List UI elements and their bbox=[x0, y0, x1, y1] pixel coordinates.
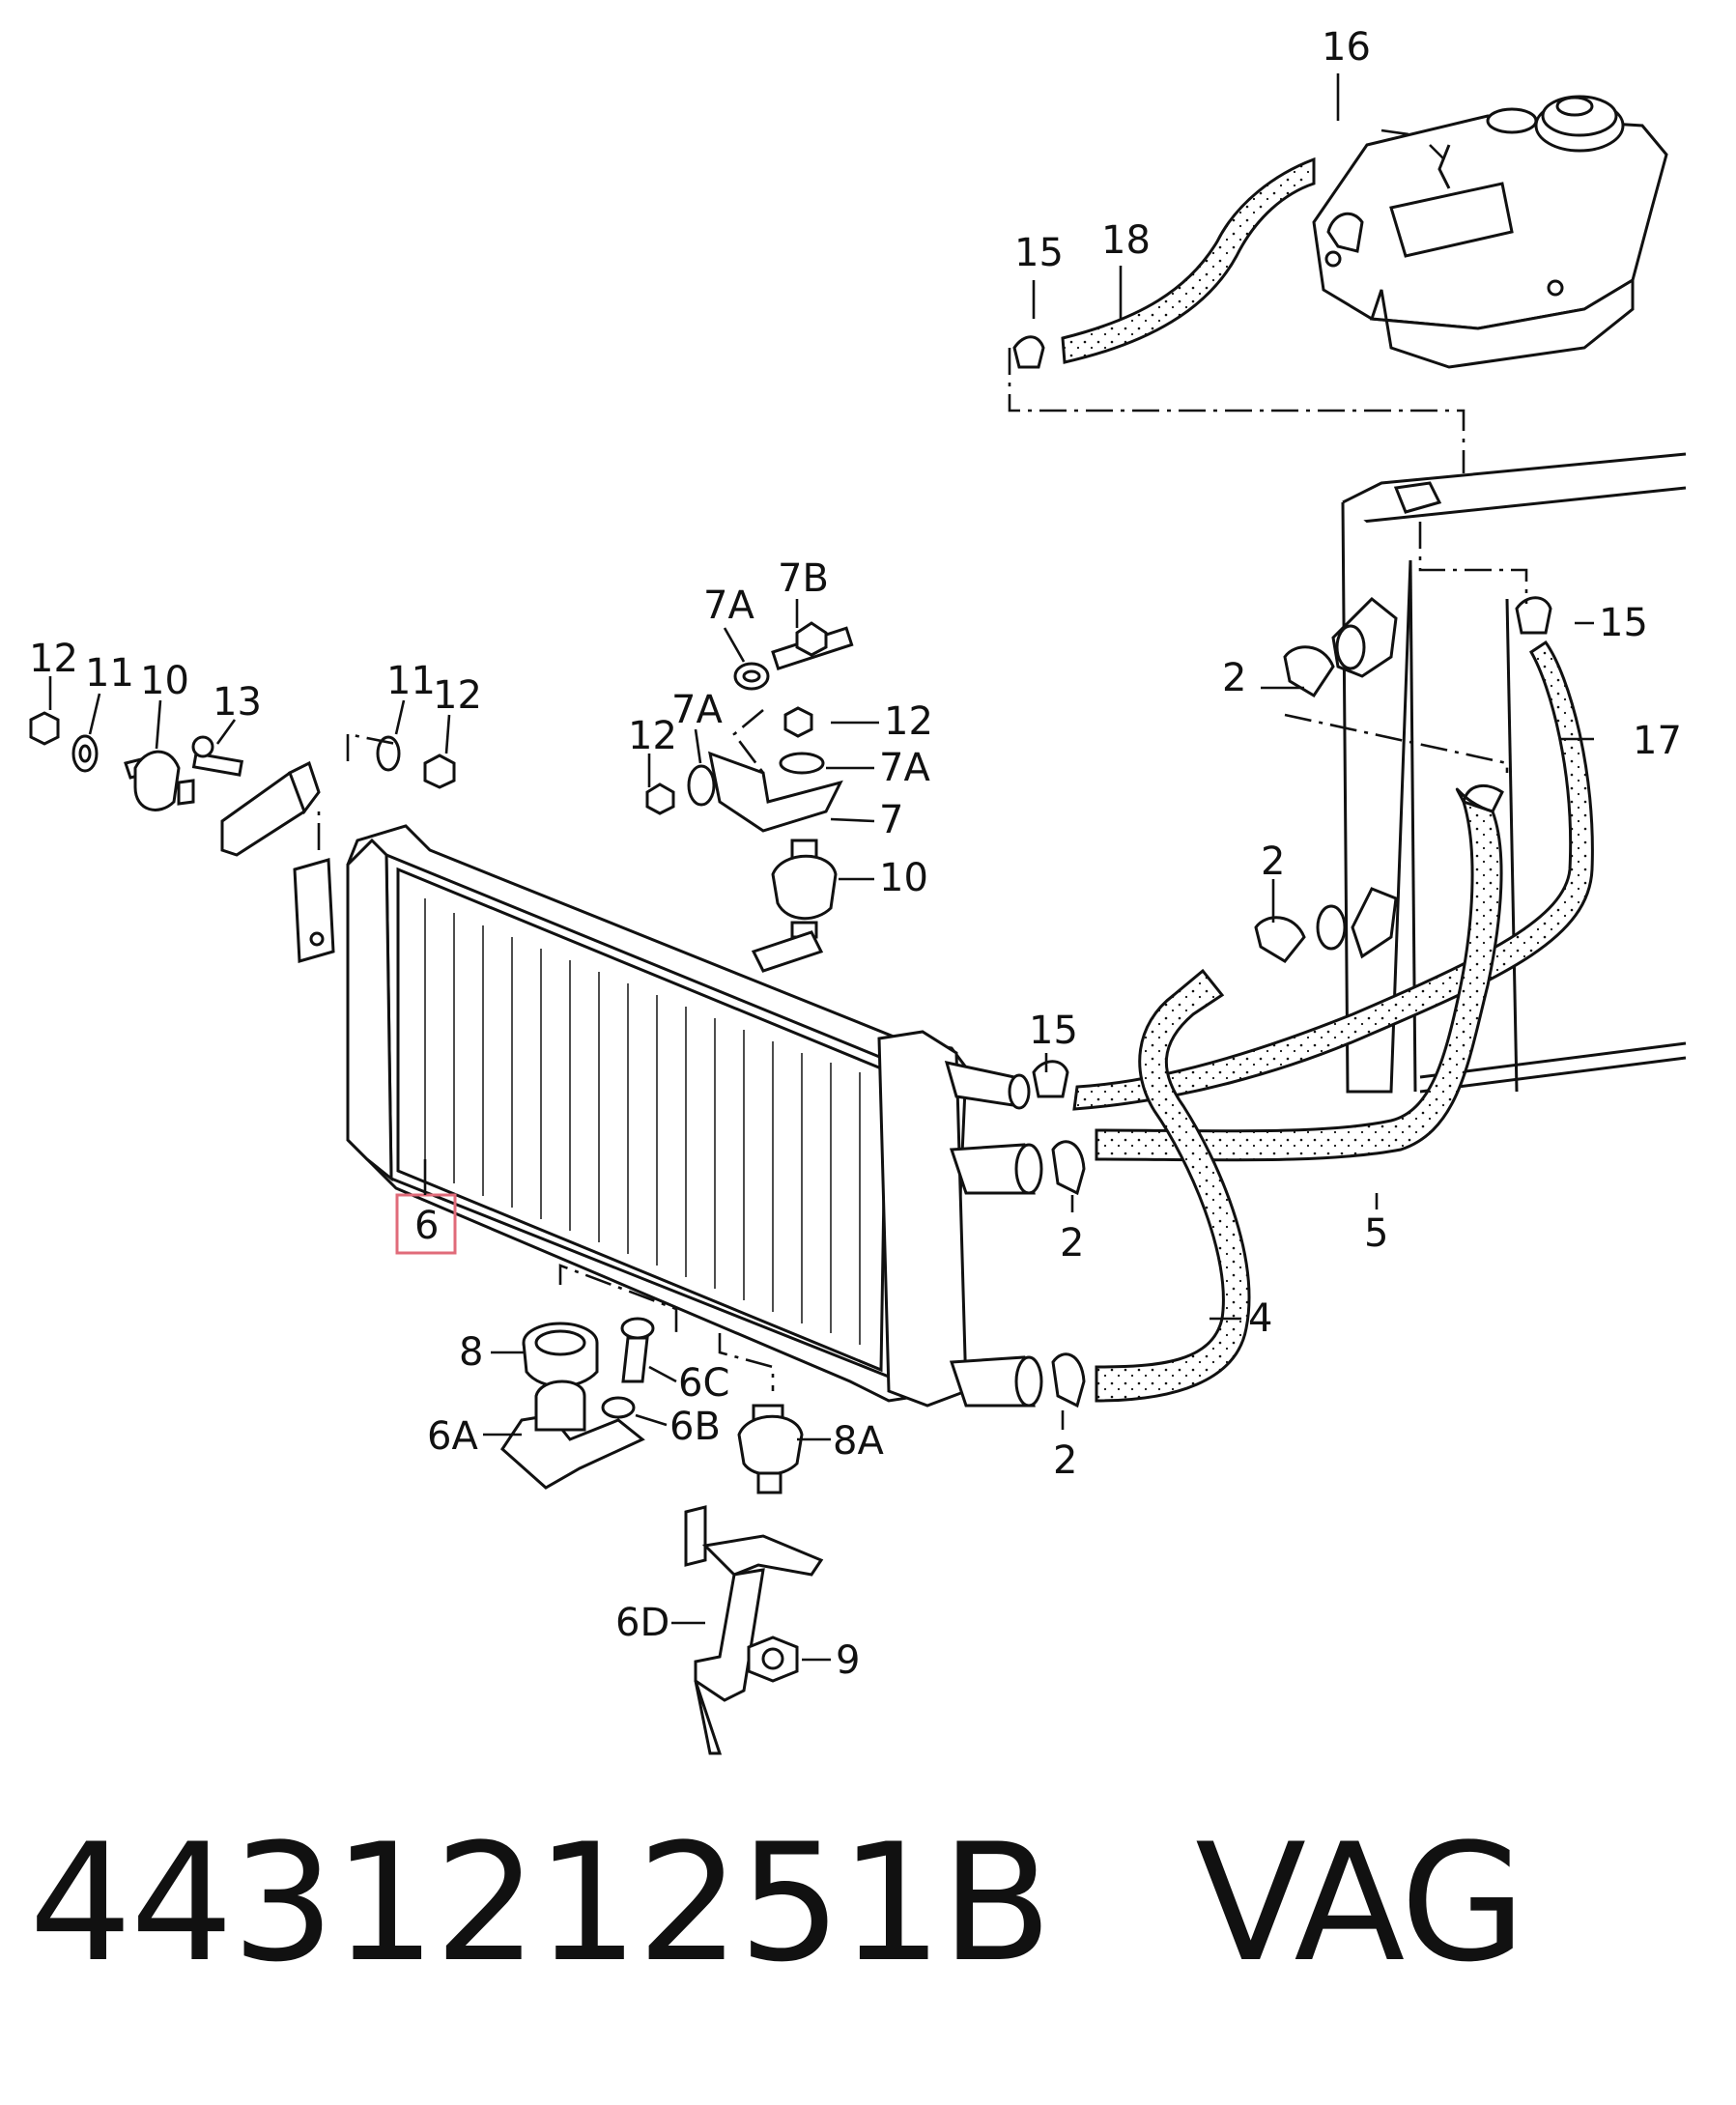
hose-18 bbox=[1061, 156, 1316, 364]
radiator-fins bbox=[424, 898, 861, 1345]
callout-2-mid: 2 bbox=[1261, 839, 1285, 884]
hose-connector-upper bbox=[1316, 481, 1442, 959]
callout-6d: 6D bbox=[615, 1601, 669, 1645]
callout-10-right: 10 bbox=[879, 856, 928, 900]
callout-12-right: 12 bbox=[884, 699, 933, 744]
callout-2-lower: 2 bbox=[1060, 1221, 1084, 1266]
leader-lines bbox=[48, 73, 1594, 1662]
title-line: 443121251B VAG bbox=[29, 1808, 1526, 1998]
callout-7: 7 bbox=[879, 798, 903, 842]
callout-10-left: 10 bbox=[140, 659, 189, 703]
expansion-tank bbox=[1312, 95, 1668, 369]
callout-12-center: 12 bbox=[628, 714, 677, 758]
hose-4 bbox=[1095, 968, 1251, 1403]
callout-6b: 6B bbox=[669, 1405, 721, 1449]
phantom-lines bbox=[1008, 128, 1528, 773]
callout-11-mid: 11 bbox=[386, 659, 436, 703]
callout-7a-right: 7A bbox=[879, 746, 930, 790]
hose-5 bbox=[1095, 783, 1504, 1162]
callout-2-upper: 2 bbox=[1222, 656, 1246, 700]
callout-18: 18 bbox=[1101, 218, 1151, 263]
callout-7a-top: 7A bbox=[703, 583, 754, 628]
callout-5: 5 bbox=[1364, 1211, 1388, 1256]
callout-2-bottom: 2 bbox=[1053, 1438, 1077, 1483]
part-number: 443121251B bbox=[29, 1808, 1052, 1998]
callout-15-top: 15 bbox=[1014, 231, 1064, 275]
callout-15-mid: 15 bbox=[1029, 1009, 1078, 1053]
callout-17: 17 bbox=[1633, 719, 1682, 763]
clamps bbox=[1012, 212, 1552, 1408]
callout-7b: 7B bbox=[778, 556, 829, 601]
radiator bbox=[346, 824, 1043, 1408]
callout-8a: 8A bbox=[833, 1419, 884, 1464]
callout-11-left: 11 bbox=[85, 651, 134, 696]
callout-6c: 6C bbox=[678, 1361, 729, 1406]
callout-9: 9 bbox=[836, 1638, 860, 1683]
brand-name: VAG bbox=[1195, 1808, 1525, 1998]
callout-12-left: 12 bbox=[29, 637, 78, 681]
top-mount-parts bbox=[645, 621, 854, 973]
callout-13: 13 bbox=[213, 680, 262, 725]
left-mount-parts bbox=[29, 711, 456, 963]
callout-7a-left: 7A bbox=[671, 688, 723, 732]
callout-8: 8 bbox=[459, 1330, 483, 1375]
callouts: 16 15 18 15 2 17 2 15 2 5 4 2 6 8 6C 6B … bbox=[29, 25, 1682, 1683]
callout-6a: 6A bbox=[427, 1414, 478, 1459]
callout-6: 6 bbox=[414, 1204, 439, 1248]
callout-16: 16 bbox=[1322, 25, 1371, 70]
callout-12-mid: 12 bbox=[433, 673, 482, 718]
bottom-mount-parts bbox=[500, 1264, 824, 1755]
callout-15-right: 15 bbox=[1599, 601, 1648, 645]
callout-4: 4 bbox=[1248, 1296, 1272, 1341]
